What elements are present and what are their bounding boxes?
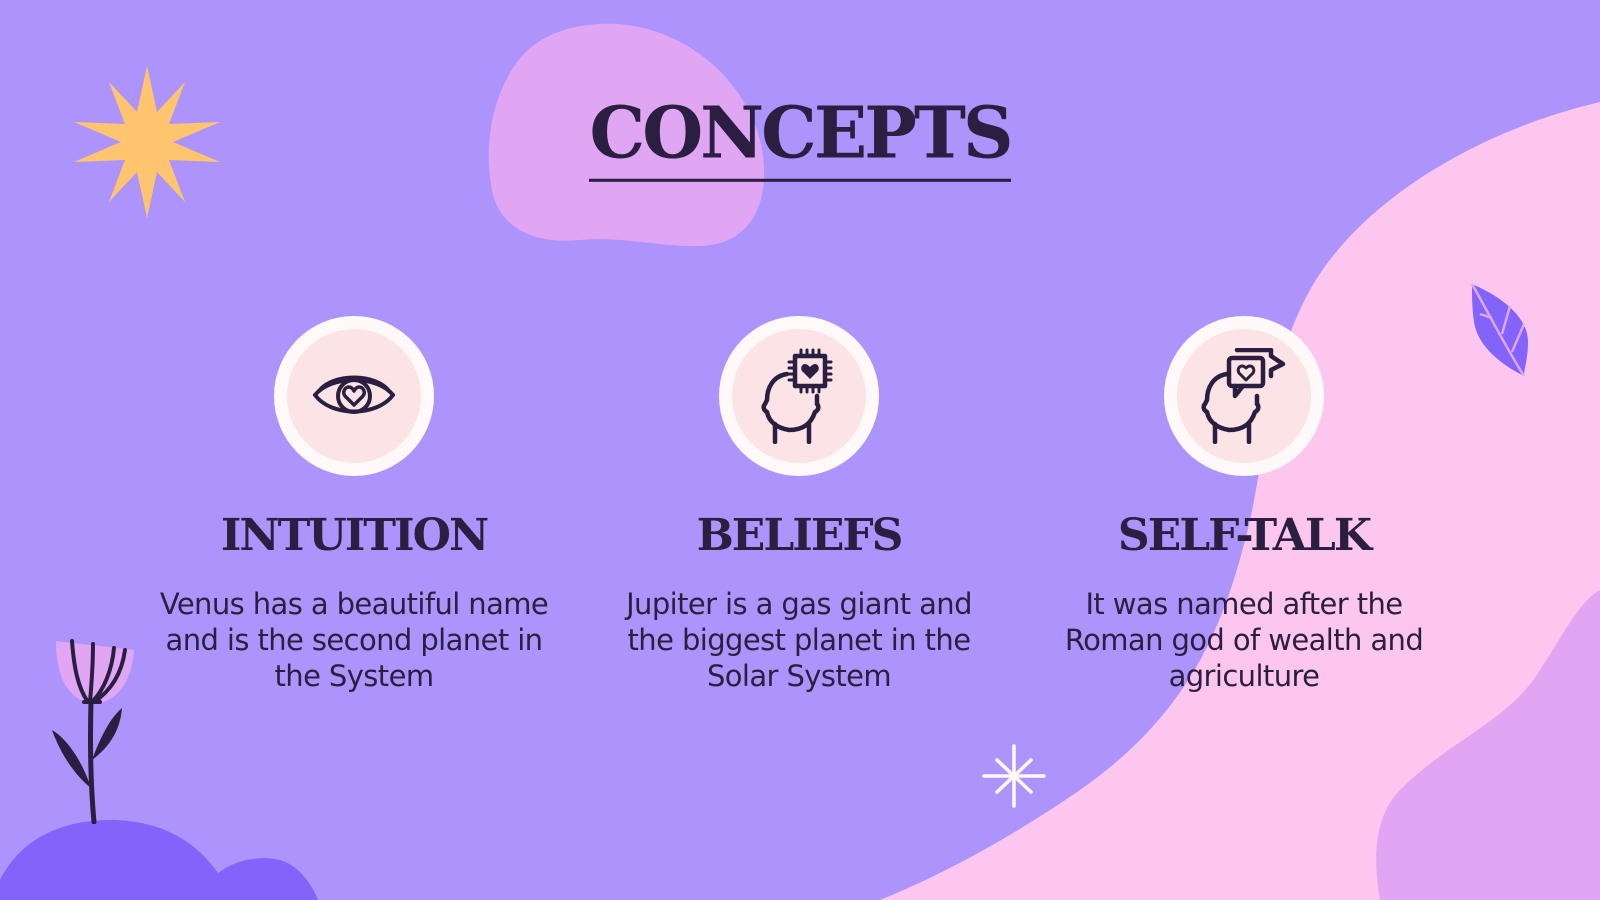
concept-card-beliefs: BELIEFS Jupiter is a gas giant and the b… — [599, 316, 999, 694]
lilac-blob-shape — [488, 23, 765, 247]
flower-icon — [52, 639, 134, 824]
card-description: Jupiter is a gas giant and the biggest p… — [626, 587, 972, 693]
eye-heart-icon — [313, 375, 395, 414]
card-title: SELF-TALK — [1117, 510, 1372, 561]
pink-wave-shape — [880, 102, 1600, 900]
icon-circle — [274, 316, 434, 476]
title-container: CONCEPTS — [0, 97, 1600, 182]
concept-card-intuition: INTUITION Venus has a beautiful name and… — [154, 316, 554, 694]
sun-star-icon — [74, 66, 220, 218]
hill-shape — [0, 820, 318, 900]
card-description: It was named after the Roman god of weal… — [1064, 587, 1424, 693]
page-title: CONCEPTS — [589, 97, 1014, 182]
icon-circle — [1164, 316, 1324, 476]
card-description: Venus has a beautiful name and is the se… — [159, 587, 549, 693]
sparkle-icon — [982, 744, 1046, 808]
card-title: BELIEFS — [696, 510, 904, 561]
concept-card-self-talk: SELF-TALK It was named after the Roman g… — [1044, 316, 1444, 694]
head-chip-heart-icon — [761, 348, 833, 444]
head-speech-heart-icon — [1201, 348, 1286, 444]
lilac-wave-shape — [1376, 590, 1600, 900]
icon-circle — [719, 316, 879, 476]
leaf-icon — [1470, 283, 1528, 377]
card-title: INTUITION — [220, 510, 489, 561]
